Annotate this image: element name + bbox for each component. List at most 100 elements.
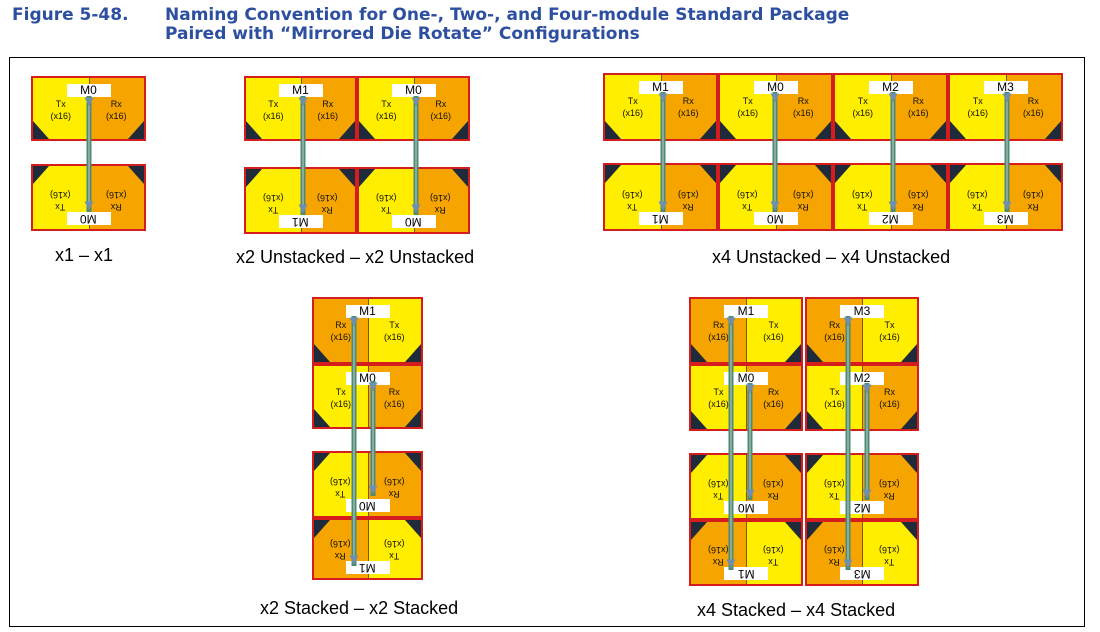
module-label: M3 [983,81,1028,94]
tile-divider [367,366,369,427]
module-tile-x4s-1-mirror: Rx(x16)Tx(x16)M1 [689,520,803,586]
rx-port-label: Rx(x16) [105,190,127,212]
corner-wedge [807,522,823,540]
tx-port-label: Tx(x16) [262,193,284,215]
tx-port-label: Tx(x16) [763,545,784,567]
corner-wedge [901,522,917,540]
corner-wedge [405,453,421,471]
tx-port-label: Tx(x16) [50,99,71,121]
corner-wedge [452,121,468,139]
corner-wedge [691,455,707,473]
tx-port-label: Tx(x16) [330,387,351,409]
figure-title-line2: Paired with “Mirrored Die Rotate” Config… [165,24,640,44]
module-label: M0 [345,499,390,513]
corner-wedge [720,121,736,139]
module-label: M1 [638,212,683,226]
module-tile-x4s-3: Rx(x16)Tx(x16)M3 [805,297,919,364]
corner-wedge [785,522,801,540]
tile-divider [367,453,369,516]
tx-port-label: Tx(x16) [262,99,284,121]
module-label: M1 [724,305,768,318]
corner-wedge [128,166,144,184]
module-label: M2 [840,372,884,385]
module-tile-x4u-top-0: Tx(x16)Rx(x16)M1 [603,73,718,141]
tx-port-label: Tx(x16) [708,479,729,501]
corner-wedge [691,411,707,429]
config-label-x1: x1 – x1 [55,245,114,265]
module-label: M1 [278,215,323,229]
tx-port-label: Tx(x16) [737,96,758,118]
tile-divider [367,520,369,578]
rx-port-label: Rx(x16) [792,190,814,212]
corner-wedge [815,165,831,183]
module-tile-x1-top: Tx(x16)Rx(x16)M0 [31,76,146,141]
module-label: M0 [391,84,436,97]
module-tile-x4u-top-3: Tx(x16)Rx(x16)M3 [948,73,1063,141]
config-label-x2-stacked: x2 Stacked – x2 Stacked [260,598,459,618]
module-label: M1 [345,561,390,575]
corner-wedge [33,166,49,184]
corner-wedge [339,121,355,139]
tile-divider [746,299,747,362]
corner-wedge [605,121,621,139]
figure-title-line1: Naming Convention for One-, Two-, and Fo… [165,5,850,25]
tx-port-label: Tx(x16) [852,190,873,212]
module-label: M1 [345,305,390,318]
diagram-frame [9,57,1085,627]
module-tile-x2s-1-mirror: Rx(x16)Tx(x16)M1 [312,518,423,580]
config-label-x2-unstacked: x2 Unstacked – x2 Unstacked [236,247,475,267]
rx-port-label: Rx(x16) [330,320,351,342]
rx-port-label: Rx(x16) [1022,96,1044,118]
module-label: M3 [840,305,884,318]
rx-port-label: Rx(x16) [105,99,127,121]
rx-port-label: Rx(x16) [430,99,451,121]
module-tile-x4s-1: Rx(x16)Tx(x16)M1 [689,297,803,364]
tx-port-label: Tx(x16) [737,190,758,212]
figure-number: Figure 5-48. [12,5,129,25]
rx-port-label: Rx(x16) [763,479,784,501]
tx-port-label: Tx(x16) [330,477,351,499]
rx-port-label: Rx(x16) [430,193,451,215]
module-label: M0 [391,215,436,229]
corner-wedge [405,344,421,362]
module-tile-x2u-top-1: Tx(x16)Rx(x16)M1 [244,76,357,141]
module-tile-x4u-top-2: Tx(x16)Rx(x16)M2 [833,73,948,141]
rx-port-label: Rx(x16) [317,99,338,121]
corner-wedge [901,455,917,473]
corner-wedge [359,121,375,139]
tx-port-label: Tx(x16) [824,479,845,501]
module-tile-x1-bottom: Tx(x16) Rx(x16)M0 [31,164,146,231]
corner-wedge [807,411,823,429]
corner-wedge [1045,121,1061,139]
module-tile-x4u-bot-1: Tx(x16) Rx(x16)M0 [718,163,833,231]
corner-wedge [691,344,707,362]
tx-port-label: Tx(x16) [50,190,71,212]
rx-port-label: Rx(x16) [383,477,405,499]
corner-wedge [930,165,946,183]
corner-wedge [901,344,917,362]
corner-wedge [359,169,375,187]
rx-port-label: Rx(x16) [879,479,900,501]
tx-port-label: Tx(x16) [708,387,729,409]
module-label: M0 [66,212,111,226]
config-label-x4-unstacked: x4 Unstacked – x4 Unstacked [712,247,951,267]
module-label: M0 [753,212,798,226]
corner-wedge [700,165,716,183]
module-tile-x2u-bot-1: Tx(x16)Rx(x16)M1 [244,167,357,234]
tx-port-label: Tx(x16) [383,320,405,342]
module-tile-x4u-top-1: Tx(x16)Rx(x16)M0 [718,73,833,141]
corner-wedge [700,121,716,139]
corner-wedge [246,169,262,187]
tx-port-label: Tx(x16) [967,190,988,212]
corner-wedge [246,121,262,139]
module-label: M2 [840,501,884,515]
tx-port-label: Tx(x16) [375,193,397,215]
corner-wedge [605,165,621,183]
module-label: M2 [868,81,913,94]
corner-wedge [785,411,801,429]
module-tile-x2s-0-mirror: Tx(x16) Rx(x16)M0 [312,451,423,518]
corner-wedge [128,121,144,139]
rx-port-label: Rx(x16) [330,539,351,561]
corner-wedge [314,453,330,471]
corner-wedge [901,411,917,429]
